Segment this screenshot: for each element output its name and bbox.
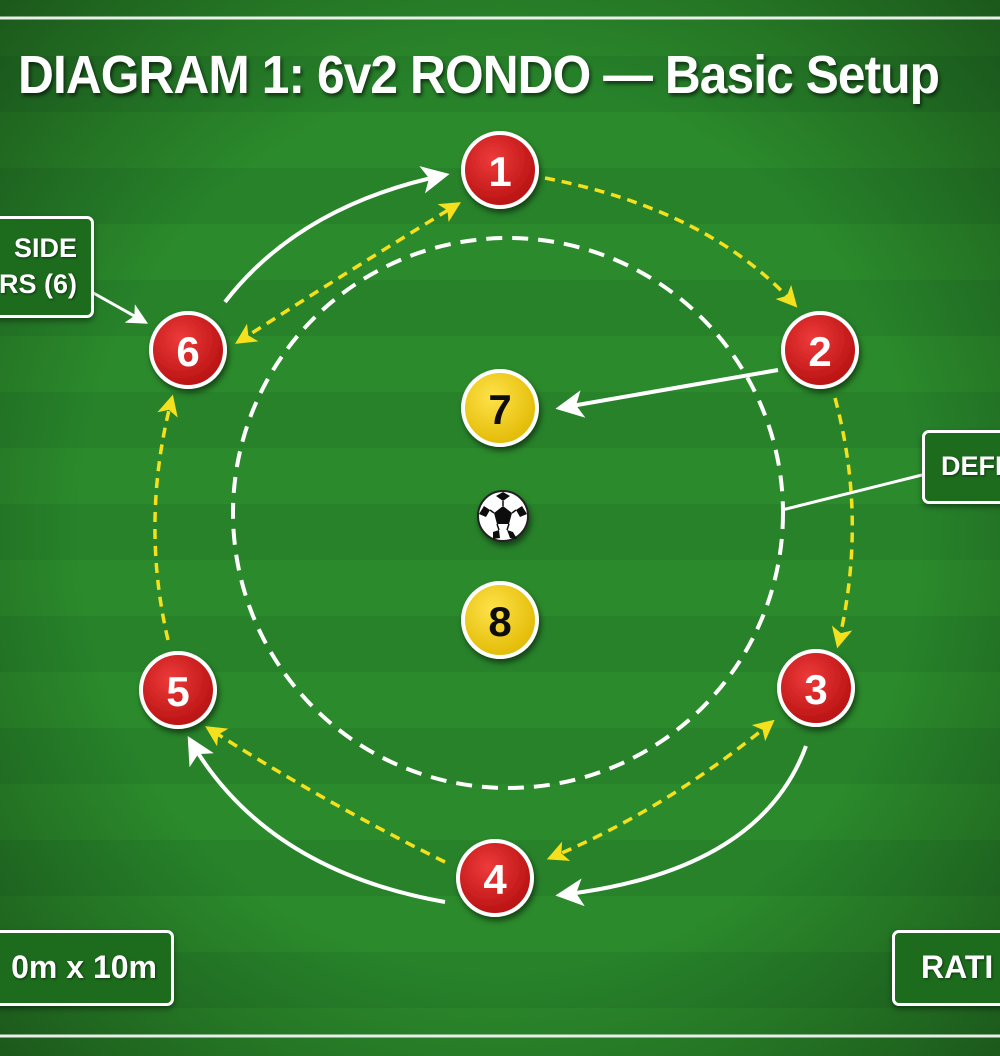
callout-outside-players-line1: SIDE <box>13 233 77 263</box>
player-1-label: 1 <box>488 148 511 195</box>
defender-7-label: 7 <box>488 386 511 433</box>
player-6: 6 <box>149 311 227 389</box>
callout-area-size: 0m x 10m <box>0 930 174 1006</box>
player-2-label: 2 <box>808 328 831 375</box>
player-4: 4 <box>456 839 534 917</box>
pass-arrow-3-4 <box>546 719 775 861</box>
defender-8-label: 8 <box>488 598 511 645</box>
callout-ratio: RATI <box>892 930 1000 1006</box>
pass-arrow-5-to-6 <box>153 394 178 641</box>
rondo-boundary-circle <box>231 236 785 790</box>
soccer-ball-icon <box>477 490 529 542</box>
movement-arrow-2-to-7 <box>555 368 779 418</box>
pass-arrow-1-to-2 <box>544 176 798 308</box>
pass-arrow-4-to-5 <box>205 726 446 864</box>
callout-pointer-players <box>87 288 149 324</box>
player-5-label: 5 <box>166 668 189 715</box>
player-4-label: 4 <box>483 856 507 903</box>
pass-arrow-6-1 <box>235 202 461 344</box>
callout-defenders-text: DEFE <box>941 451 1000 481</box>
player-5: 5 <box>139 651 217 729</box>
player-3-label: 3 <box>804 666 827 713</box>
callout-outside-players: SIDE RS (6) <box>0 216 94 318</box>
movement-arrow-4-to-5 <box>187 735 446 904</box>
player-1: 1 <box>461 131 539 209</box>
pass-arrow-2-to-3 <box>831 397 854 649</box>
callout-outside-players-line2: RS (6) <box>0 269 77 299</box>
defender-8: 8 <box>461 581 539 659</box>
callout-area-size-text: 0m x 10m <box>11 949 157 985</box>
callout-ratio-text: RATI <box>921 949 994 985</box>
player-3: 3 <box>777 649 855 727</box>
callout-defenders: DEFE <box>922 430 1000 504</box>
player-2: 2 <box>781 311 859 389</box>
defender-7: 7 <box>461 369 539 447</box>
diagram-title: DIAGRAM 1: 6v2 RONDO — Basic Setup <box>18 45 940 105</box>
callout-pointer-defenders <box>781 473 923 512</box>
player-6-label: 6 <box>176 328 199 375</box>
